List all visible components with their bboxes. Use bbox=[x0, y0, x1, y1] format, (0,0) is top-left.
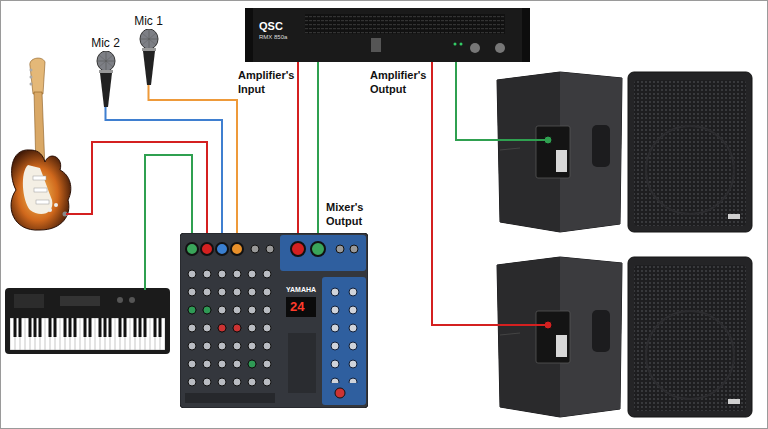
microphone-icon bbox=[96, 51, 116, 107]
model-name: RMX 850a bbox=[259, 33, 287, 41]
signal-cable bbox=[317, 62, 319, 233]
speakers bbox=[497, 72, 752, 417]
channel-display: 24 bbox=[290, 299, 304, 315]
mic-label: Mic 1 bbox=[134, 14, 163, 29]
guitar bbox=[11, 58, 71, 230]
microphone: Mic 1 bbox=[131, 14, 166, 85]
callout-label: Amplifier's Input bbox=[238, 68, 294, 96]
brand-name: QSC bbox=[259, 20, 283, 32]
mic-label: Mic 2 bbox=[91, 36, 120, 51]
amplifier-unit: QSCRMX 850a bbox=[245, 8, 530, 62]
keyboard bbox=[5, 288, 170, 354]
amplifier-panel bbox=[245, 8, 530, 62]
callout-label: Mixer's Output bbox=[326, 200, 363, 228]
mixer-panel bbox=[180, 233, 368, 408]
signal-cable bbox=[297, 62, 299, 233]
microphone: Mic 2 bbox=[88, 36, 123, 107]
mixer-console: YAMAHA 24 bbox=[180, 233, 368, 408]
speaker-cables bbox=[432, 62, 546, 325]
brand-name: YAMAHA bbox=[286, 285, 316, 294]
microphone-icon bbox=[139, 29, 159, 85]
signal-cable bbox=[149, 85, 238, 233]
callout-label: Amplifier's Output bbox=[370, 68, 426, 96]
signal-cable bbox=[106, 107, 223, 233]
